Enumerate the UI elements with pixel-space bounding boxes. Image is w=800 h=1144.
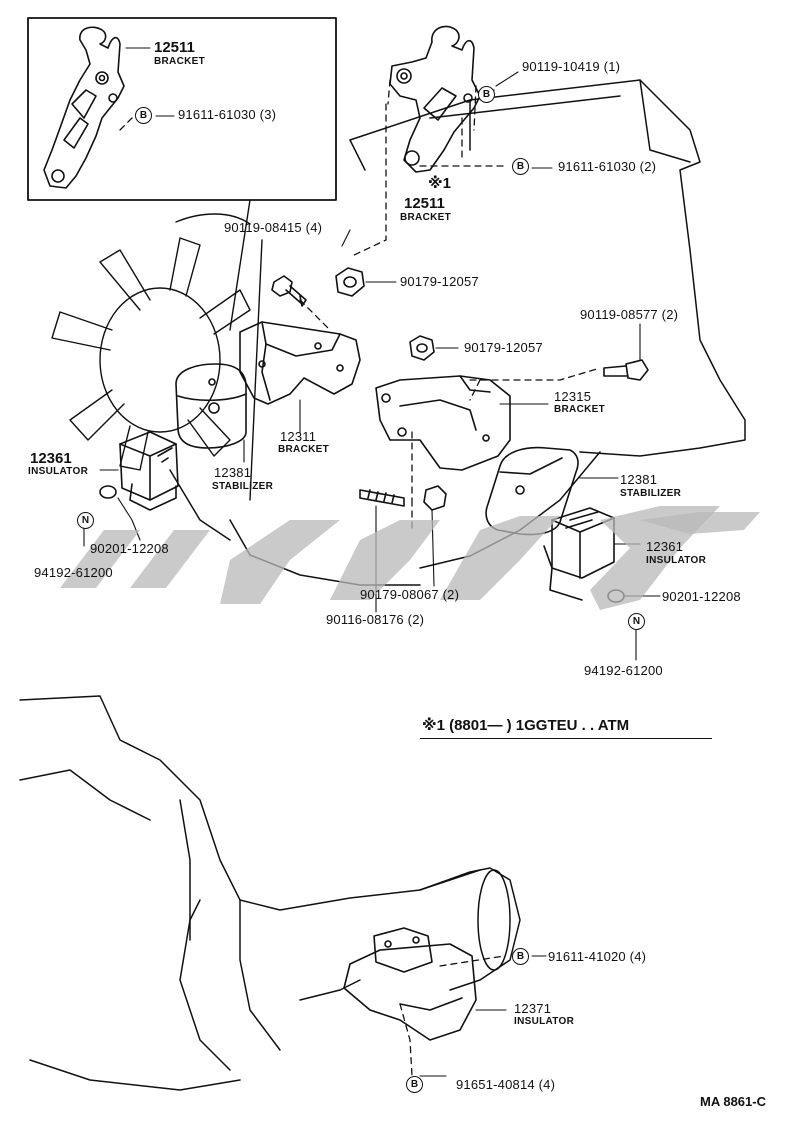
insulator-12361-left — [119, 431, 179, 511]
label-90119-08415: 90119-08415 (4) — [224, 220, 323, 235]
bracket-12311 — [239, 321, 361, 405]
b-marker-41020: B — [512, 948, 529, 965]
insulator-12371 — [343, 927, 477, 1041]
label-90201-12208-right: 90201-12208 — [662, 589, 741, 604]
stud-90116-08176 — [359, 489, 405, 507]
label-insulator-12371: INSULATOR — [514, 1016, 575, 1027]
label-90201-12208-left: 90201-12208 — [90, 541, 169, 556]
label-12311: 12311 — [280, 429, 317, 444]
bracket-12315 — [375, 375, 511, 471]
inset-bracket-12511 — [43, 26, 125, 189]
label-91611-61030-2: 91611-61030 (2) — [558, 159, 657, 174]
label-12361-right: 12361 — [646, 539, 684, 554]
label-90119-08577: 90119-08577 (2) — [580, 307, 679, 322]
label-94192-61200-left: 94192-61200 — [34, 565, 113, 580]
bracket-12511 — [389, 25, 481, 173]
bolt-90119-08577 — [603, 359, 649, 381]
engine-block — [169, 79, 746, 586]
label-mark1: ※1 — [428, 175, 451, 192]
b-marker-61030-2: B — [512, 158, 529, 175]
label-91611-61030-3: 91611-61030 (3) — [178, 107, 277, 122]
stabilizer-12381-right — [485, 446, 579, 536]
label-90179-12057-a: 90179-12057 — [400, 274, 479, 289]
label-91651-40814: 91651-40814 (4) — [456, 1077, 556, 1092]
stabilizer-12381-left — [175, 363, 247, 449]
nut-90179-08067 — [423, 485, 447, 511]
diagram-code: MA 8861-C — [700, 1094, 766, 1109]
label-bracket-inset: BRACKET — [154, 56, 205, 67]
label-bracket-12311: BRACKET — [278, 444, 329, 455]
label-94192-61200-right: 94192-61200 — [584, 663, 663, 678]
transmission — [19, 695, 521, 1091]
label-91611-41020: 91611-41020 (4) — [548, 949, 647, 964]
n-marker-left: N — [77, 512, 94, 529]
label-12511-inset: 12511 — [154, 39, 195, 56]
nut-90179-12057-a — [335, 267, 365, 297]
label-90179-12057-b: 90179-12057 — [464, 340, 543, 355]
label-12315: 12315 — [554, 389, 592, 404]
label-stabilizer-right: STABILIZER — [620, 488, 682, 499]
label-90179-08067: 90179-08067 (2) — [360, 587, 460, 602]
label-12381-left: 12381 — [214, 465, 252, 480]
label-12381-right: 12381 — [620, 472, 658, 487]
inset-box — [27, 17, 337, 201]
nut-90179-12057-b — [409, 335, 435, 361]
watermark — [60, 506, 760, 610]
note-underline — [420, 738, 712, 739]
label-12511: 12511 — [404, 195, 445, 212]
bolt-90119-08415 — [271, 275, 307, 307]
cooling-fan — [51, 199, 263, 501]
label-12361-left: 12361 — [30, 450, 72, 467]
label-90116-08176: 90116-08176 (2) — [326, 612, 425, 627]
label-stabilizer-left: STABILIZER — [212, 481, 274, 492]
b-marker-40814: B — [406, 1076, 423, 1093]
label-12371: 12371 — [514, 1001, 552, 1016]
b-marker-10419: B — [478, 86, 495, 103]
label-insulator-right: INSULATOR — [646, 555, 707, 566]
label-90119-10419: 90119-10419 (1) — [522, 59, 621, 74]
washer-90201-12208-left — [99, 485, 117, 499]
b-marker-inset: B — [135, 107, 152, 124]
n-marker-right: N — [628, 613, 645, 630]
insulator-12361-right — [543, 507, 615, 601]
applicability-note: ※1 (8801— ) 1GGTEU . . ATM — [422, 717, 630, 734]
label-bracket-12315: BRACKET — [554, 404, 605, 415]
label-insulator-left: INSULATOR — [28, 466, 89, 477]
label-bracket-12511: BRACKET — [400, 212, 451, 223]
